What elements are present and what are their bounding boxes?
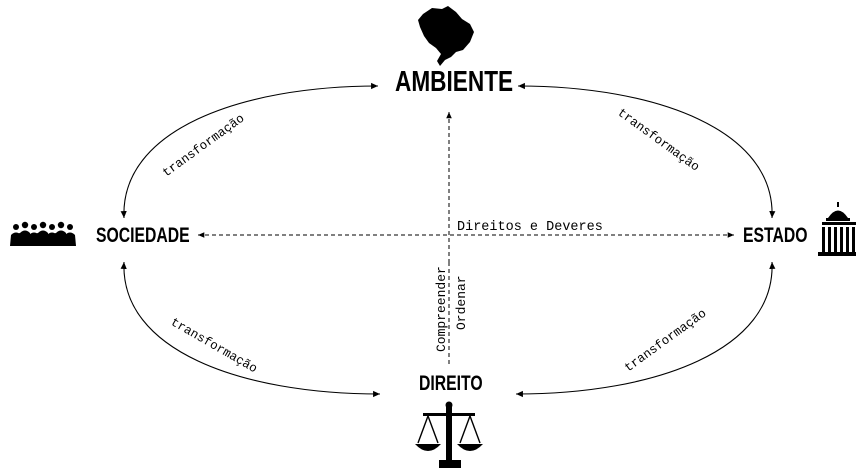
arrow-estado-direito: [515, 261, 776, 398]
edge-label-sociedade-direito: transformação: [168, 315, 259, 376]
node-sociedade-label: SOCIEDADE: [96, 224, 190, 247]
edge-label-direitos-deveres: Direitos e Deveres: [457, 220, 603, 235]
scales-of-justice-icon: [415, 401, 483, 468]
arrow-sociedade-direito: [120, 261, 381, 398]
edge-label-ambiente-estado: transformação: [615, 106, 702, 175]
arrow-ambiente-estado: [517, 82, 776, 219]
capitol-building-icon: [818, 202, 856, 256]
edge-label-compreender: Compreender: [434, 266, 449, 352]
node-estado-label: ESTADO: [743, 224, 808, 247]
edge-label-estado-direito: transformação: [622, 307, 709, 376]
arrow-ambiente-sociedade: [120, 82, 379, 219]
people-crowd-icon: [10, 221, 76, 246]
edge-label-ambiente-sociedade: transformação: [160, 112, 247, 181]
edge-label-ordenar: Ordenar: [454, 275, 469, 330]
node-direito-label: DIREITO: [419, 372, 483, 395]
node-ambiente-label: AMBIENTE: [395, 66, 514, 98]
brazil-map-icon: [418, 6, 474, 66]
